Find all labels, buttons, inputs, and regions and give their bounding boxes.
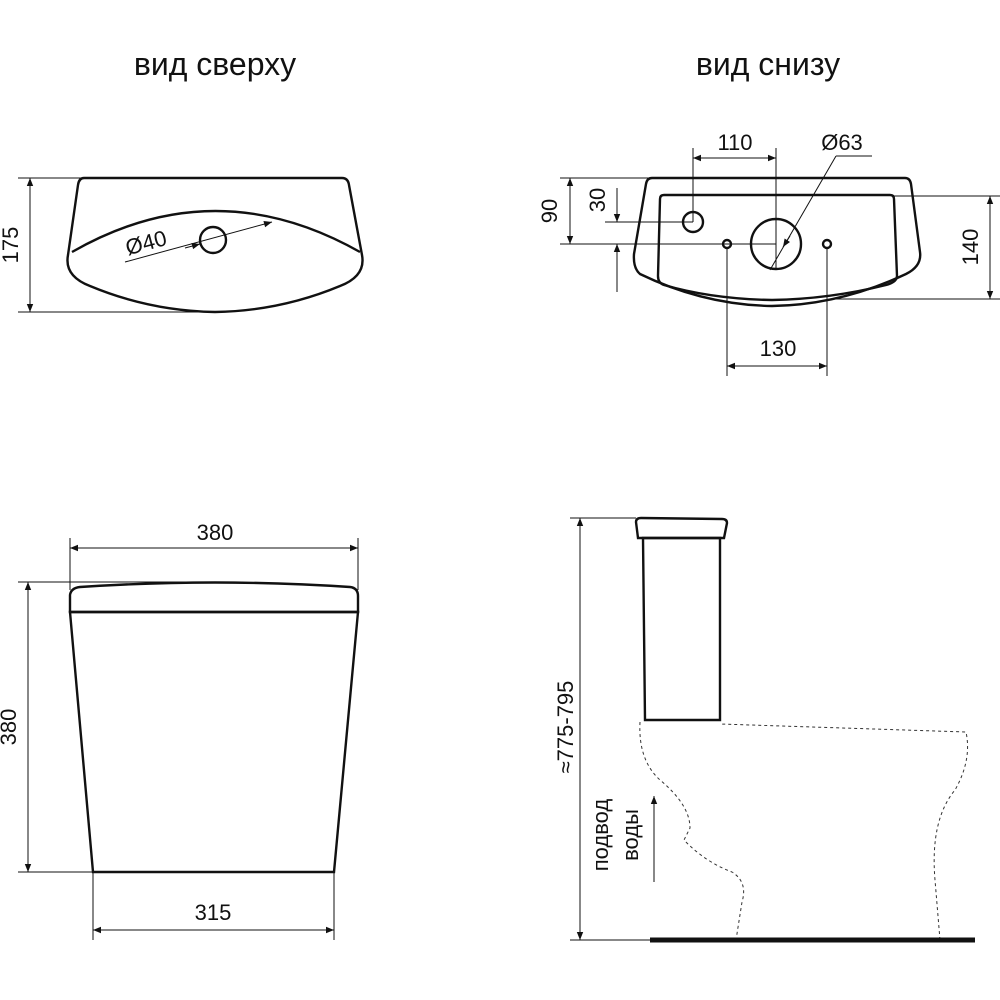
toilet-bowl-outline bbox=[639, 721, 969, 941]
dim-140-label: 140 bbox=[958, 229, 983, 266]
dim-90-label: 90 bbox=[537, 199, 562, 223]
dim-63-label: Ø63 bbox=[821, 130, 863, 155]
water-inlet-label-2: воды bbox=[618, 809, 643, 861]
top-view-title: вид сверху bbox=[134, 46, 296, 82]
side-view: ≈775-795 подвод воды bbox=[553, 516, 975, 943]
hole-leader bbox=[124, 221, 273, 263]
water-inlet-label-1: подвод bbox=[588, 799, 613, 872]
hole-diameter-label: Ø40 bbox=[123, 225, 170, 260]
dim-30-label: 30 bbox=[585, 188, 610, 212]
bottom-view-title: вид снизу bbox=[696, 46, 840, 82]
bottom-view: вид снизу 110 Ø63 90 30 140 130 bbox=[537, 46, 1000, 376]
bottom-view-outline bbox=[632, 176, 922, 308]
width-top-label: 380 bbox=[197, 520, 234, 545]
dim-110-label: 110 bbox=[717, 130, 752, 155]
top-view: вид сверху Ø40 175 bbox=[0, 46, 364, 314]
bolt-hole-right bbox=[821, 238, 833, 250]
arrow bbox=[782, 235, 791, 248]
width-bottom-label: 315 bbox=[195, 900, 232, 925]
height-label: 380 bbox=[0, 709, 21, 746]
hole-arrow bbox=[184, 242, 201, 250]
top-view-outline bbox=[66, 176, 364, 314]
front-view: 380 380 315 bbox=[0, 520, 360, 940]
total-height-label: ≈775-795 bbox=[553, 681, 578, 774]
side-tank-body bbox=[641, 536, 722, 722]
side-tank-lid bbox=[634, 516, 729, 540]
dim-130-label: 130 bbox=[760, 336, 797, 361]
tank-lid bbox=[68, 581, 360, 614]
tank-body bbox=[68, 610, 360, 874]
top-view-inner-curve bbox=[71, 209, 361, 254]
leader bbox=[769, 155, 837, 271]
top-view-hole bbox=[198, 225, 228, 255]
bottom-view-inner bbox=[656, 193, 899, 302]
height-dim-label: 175 bbox=[0, 227, 23, 264]
